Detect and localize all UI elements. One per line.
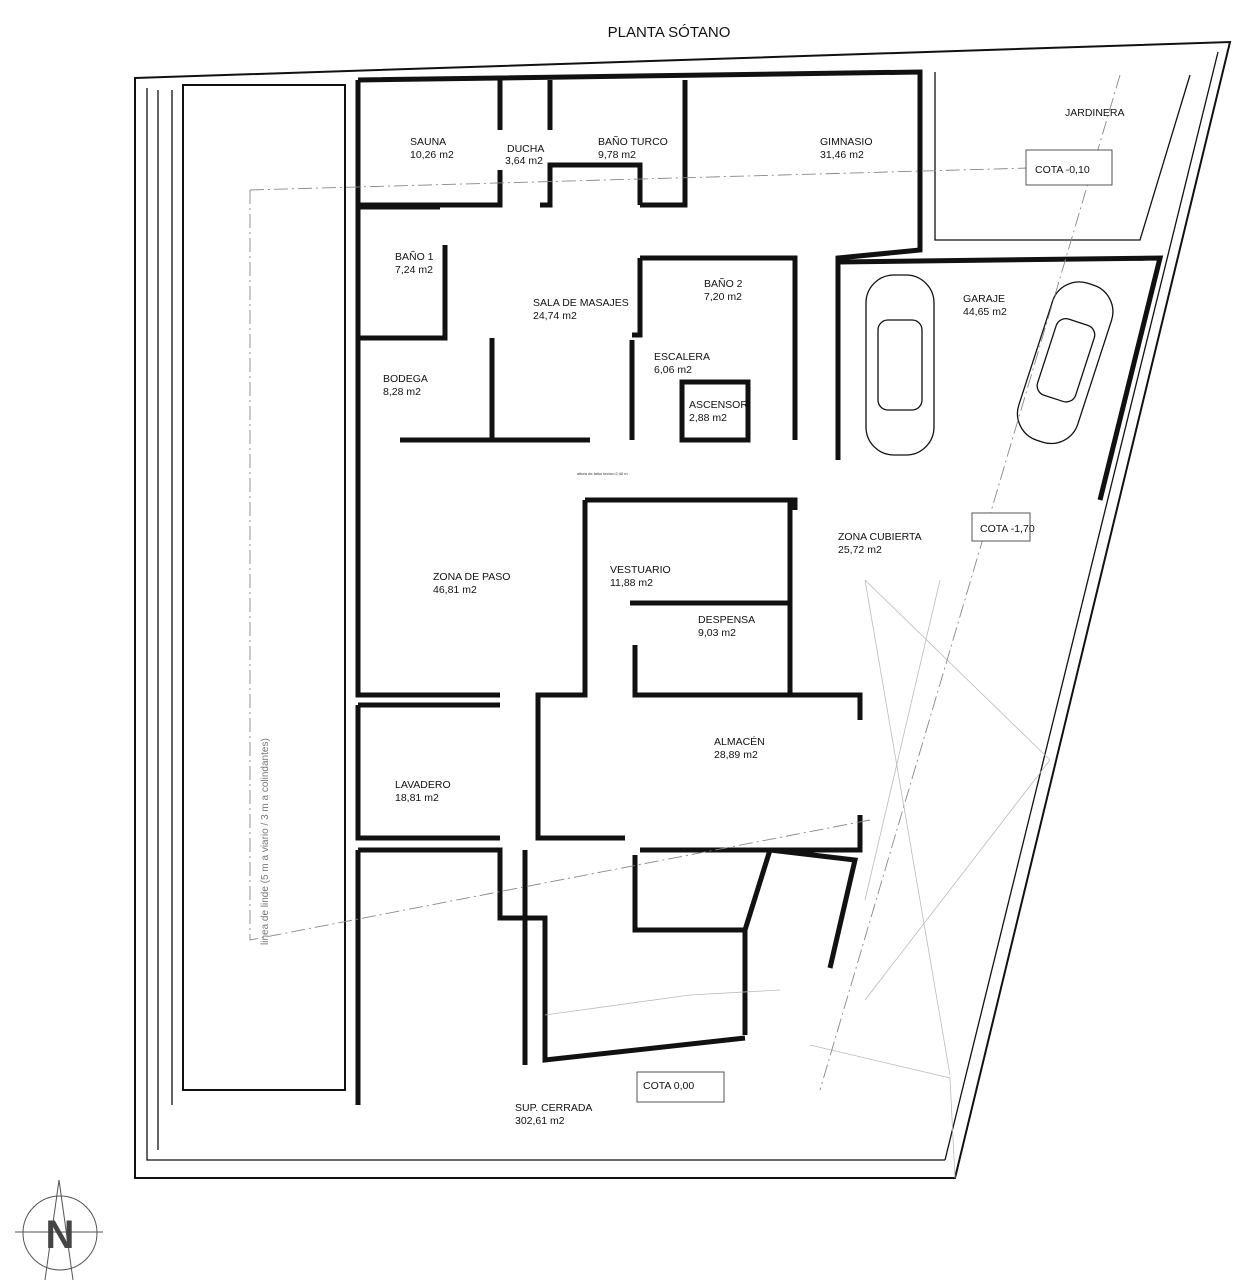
room-area: 18,81 m2 bbox=[395, 792, 439, 804]
room-name: JARDINERA bbox=[1065, 107, 1125, 119]
room-name: ZONA DE PASO bbox=[433, 571, 510, 583]
room-name: LAVADERO bbox=[395, 779, 451, 791]
room-area: 8,28 m2 bbox=[383, 386, 421, 398]
room-name: BODEGA bbox=[383, 373, 428, 385]
boundary-setback-line: linea de linde (5 m a viario / 3 m a col… bbox=[249, 74, 1121, 1091]
compass-letter: N bbox=[46, 1213, 75, 1257]
room-area: 31,46 m2 bbox=[820, 149, 864, 161]
room-name: BAÑO 2 bbox=[704, 277, 743, 290]
room-area: 9,03 m2 bbox=[698, 627, 736, 639]
room-name: GARAJE bbox=[963, 293, 1005, 305]
room-name: ZONA CUBIERTA bbox=[838, 531, 922, 543]
room-name: ASCENSOR bbox=[689, 399, 748, 411]
level-box bbox=[971, 512, 1031, 542]
summary-label: SUP. CERRADA bbox=[515, 1102, 592, 1114]
level-label: COTA -1,70 bbox=[980, 523, 1035, 535]
room-area: 11,88 m2 bbox=[610, 577, 653, 589]
room-area: 46,81 m2 bbox=[433, 584, 477, 596]
car-icon bbox=[865, 274, 935, 456]
room-name: DUCHA bbox=[507, 143, 544, 155]
level-box bbox=[1025, 149, 1113, 186]
room-area: 10,26 m2 bbox=[410, 149, 454, 161]
summary-area: 302,61 m2 bbox=[515, 1115, 565, 1127]
room-area: 7,20 m2 bbox=[704, 291, 742, 303]
level-box bbox=[636, 1071, 725, 1103]
car-icon bbox=[1016, 281, 1114, 445]
room-name: BAÑO TURCO bbox=[598, 135, 668, 148]
room-area: 6,06 m2 bbox=[654, 364, 692, 376]
room-name: BAÑO 1 bbox=[395, 250, 434, 263]
room-labels: SAUNA 10,26 m2 DUCHA 3,64 m2 BAÑO TURCO … bbox=[383, 107, 1125, 1127]
level-label: COTA -0,10 bbox=[1035, 164, 1090, 176]
room-area: 3,64 m2 bbox=[505, 155, 543, 167]
plan-title: PLANTA SÓTANO bbox=[608, 24, 731, 41]
room-area: 28,89 m2 bbox=[714, 749, 758, 761]
room-name: DESPENSA bbox=[698, 614, 755, 626]
room-area: 44,65 m2 bbox=[963, 306, 1007, 318]
room-name: ESCALERA bbox=[654, 351, 710, 363]
ceiling-note: altura de falso techo=2,40 m bbox=[577, 471, 628, 476]
room-area: 24,74 m2 bbox=[533, 310, 577, 322]
room-name: SAUNA bbox=[410, 136, 446, 148]
room-area: 9,78 m2 bbox=[598, 149, 636, 161]
plot-boundary bbox=[134, 40, 1232, 1179]
landscape-lines bbox=[544, 72, 1191, 1179]
room-area: 2,88 m2 bbox=[689, 412, 727, 424]
room-name: ALMACÉN bbox=[714, 735, 765, 748]
north-arrow-icon: N bbox=[15, 1179, 103, 1280]
room-name: VESTUARIO bbox=[610, 564, 671, 576]
linde-note: linea de linde (5 m a viario / 3 m a col… bbox=[260, 738, 271, 945]
room-area: 7,24 m2 bbox=[395, 264, 433, 276]
room-name: SALA DE MASAJES bbox=[533, 297, 629, 309]
level-label: COTA 0,00 bbox=[643, 1080, 694, 1092]
walls bbox=[355, 69, 1164, 1105]
room-name: GIMNASIO bbox=[820, 136, 873, 148]
room-area: 25,72 m2 bbox=[838, 544, 882, 556]
